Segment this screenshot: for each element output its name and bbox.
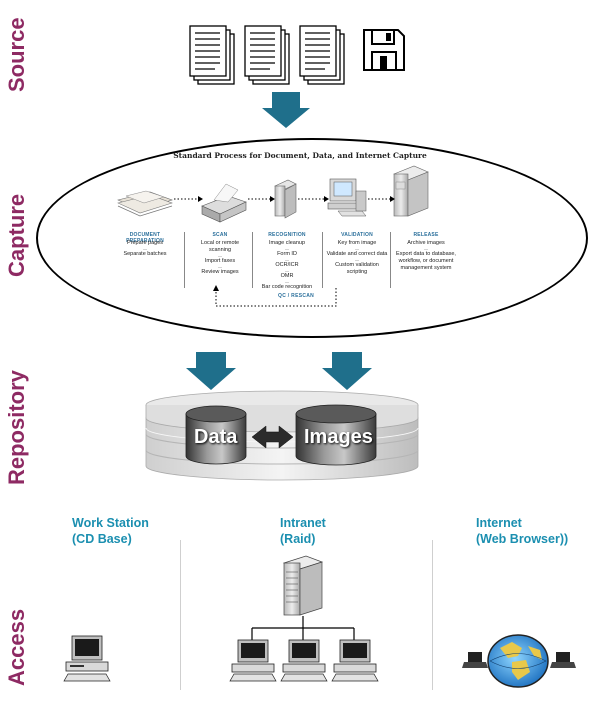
globe-icon: [487, 634, 549, 688]
step-item: Separate batches: [112, 247, 178, 258]
capture-process-ellipse: [36, 138, 588, 338]
qc-rescan-label: QC / RESCAN: [278, 293, 315, 299]
internet-label: Internet: [476, 516, 522, 530]
step-item: Import faxes: [190, 254, 250, 265]
access-intranet-heading: Intranet (Raid): [280, 515, 326, 547]
intranet-sublabel: (Raid): [280, 532, 316, 546]
step-title-validation: VALIDATION: [341, 232, 373, 238]
step-item: Key from image: [337, 240, 377, 246]
step-divider: [184, 232, 185, 288]
step-item: Prepare pages: [126, 240, 164, 246]
step-item: Bar code recognition: [256, 280, 318, 291]
down-arrow-icon: [262, 92, 310, 128]
document-stack-icon: [299, 25, 345, 85]
down-arrow-icon: [322, 352, 372, 390]
step-item: Form ID: [256, 247, 318, 258]
internet-sublabel: (Web Browser)): [476, 532, 569, 546]
network-computer-icon: [229, 639, 277, 682]
laptop-icon: [462, 652, 488, 668]
raid-server-icon: [282, 555, 324, 616]
document-stack-icon: [189, 25, 235, 85]
step-item: OCR/ICR: [256, 258, 318, 269]
step-item: Validate and correct data: [326, 247, 388, 258]
step-list-scan: Local or remote scanning Import faxes Re…: [190, 240, 250, 276]
workstation-computer-icon: [63, 635, 111, 682]
step-list-release: Archive images Export data to database, …: [394, 240, 458, 272]
step-divider: [390, 232, 391, 288]
step-item: Archive images: [407, 240, 445, 246]
images-database-icon: [295, 404, 377, 466]
access-divider: [432, 540, 433, 690]
step-title-recognition: RECOGNITION: [268, 232, 306, 238]
step-divider: [322, 232, 323, 288]
workstation-label: Work Station: [72, 516, 149, 530]
network-computer-icon: [280, 639, 328, 682]
step-item: Custom validation scripting: [326, 258, 388, 276]
intranet-label: Intranet: [280, 516, 326, 530]
data-database-icon: [185, 405, 247, 465]
access-divider: [180, 540, 181, 690]
step-item: Local or remote scanning: [200, 240, 240, 253]
step-item: Export data to database, workflow, or do…: [394, 247, 458, 272]
network-lines: [251, 616, 355, 640]
step-item: OMR: [256, 269, 318, 280]
step-title-scan: SCAN: [212, 232, 228, 238]
step-title-document-preparation: DOCUMENT PREPARATION: [126, 232, 164, 244]
step-list-document-preparation: Prepare pages Separate batches: [112, 240, 178, 258]
step-list-validation: Key from image Validate and correct data…: [326, 240, 388, 276]
step-list-recognition: Image cleanup Form ID OCR/ICR OMR Bar co…: [256, 240, 318, 290]
floppy-disk-icon: [363, 29, 405, 71]
access-workstation-heading: Work Station (CD Base): [72, 515, 149, 547]
network-computer-icon: [331, 639, 379, 682]
step-title-release: RELEASE: [413, 232, 439, 238]
down-arrow-icon: [186, 352, 236, 390]
data-db-label: Data: [194, 426, 238, 448]
step-item: Review images: [190, 265, 250, 276]
bidirectional-arrow-icon: [251, 425, 294, 449]
workstation-sublabel: (CD Base): [72, 532, 132, 546]
step-item: Image cleanup: [268, 240, 306, 246]
capture-process-title: Standard Process for Document, Data, and…: [173, 151, 427, 160]
access-internet-heading: Internet (Web Browser)): [476, 515, 568, 547]
laptop-icon: [550, 652, 576, 668]
images-db-label: Images: [304, 426, 373, 448]
document-stack-icon: [244, 25, 290, 85]
step-divider: [252, 232, 253, 288]
